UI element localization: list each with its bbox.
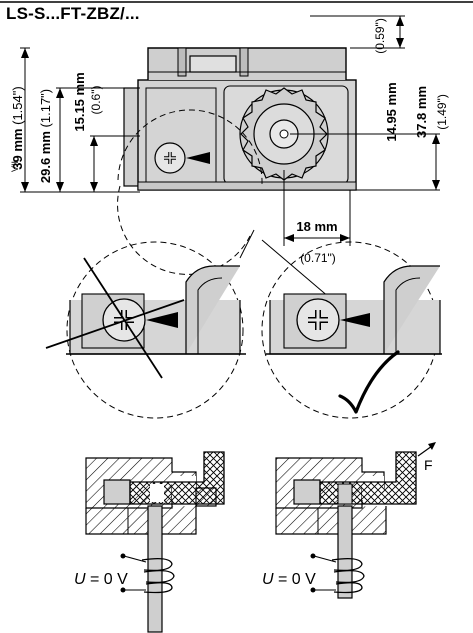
dim-39mm: 39 mm <box>10 129 25 170</box>
force-arrow-icon <box>428 442 436 450</box>
solenoid-right <box>275 442 436 599</box>
checkmark-icon <box>338 350 400 414</box>
dim-296mm: 29.6 mm <box>38 131 53 183</box>
dim-071in: (0.71") <box>300 251 336 265</box>
dim-1515mm: 15.15 mm <box>72 72 87 131</box>
dim-378mm: 37.8 mm <box>414 86 429 138</box>
svg-text:29.6 mm (1.17"): 29.6 mm (1.17") <box>38 89 53 183</box>
dim-117in: (1.17") <box>38 89 53 128</box>
dim-06in: (0.6") <box>89 86 103 115</box>
roman-label: VII <box>10 161 20 172</box>
dim-1495mm: 14.95 mm <box>384 82 399 141</box>
force-label: F <box>424 457 433 473</box>
dim-154in: (1.54") <box>10 86 25 125</box>
switch-housing <box>123 47 357 191</box>
svg-text:39 mm (1.54"): 39 mm (1.54") <box>10 86 25 169</box>
solenoid-left <box>85 451 225 633</box>
dim-149in: (1.49") <box>435 94 449 130</box>
page-title: LS-S...FT-ZBZ/... <box>6 4 140 23</box>
voltage-label-right: U = 0 V <box>262 571 316 588</box>
voltage-label-left: U = 0 V <box>74 571 128 588</box>
dimension-texts: 39 mm (1.54") VII 29.6 mm (1.17") 15.15 … <box>10 18 449 265</box>
dim-059in: (0.59") <box>373 18 387 54</box>
dim-18mm: 18 mm <box>296 219 337 234</box>
dimension-arrows <box>21 16 440 242</box>
detail-correct <box>261 241 442 419</box>
detail-wrong <box>45 241 246 419</box>
